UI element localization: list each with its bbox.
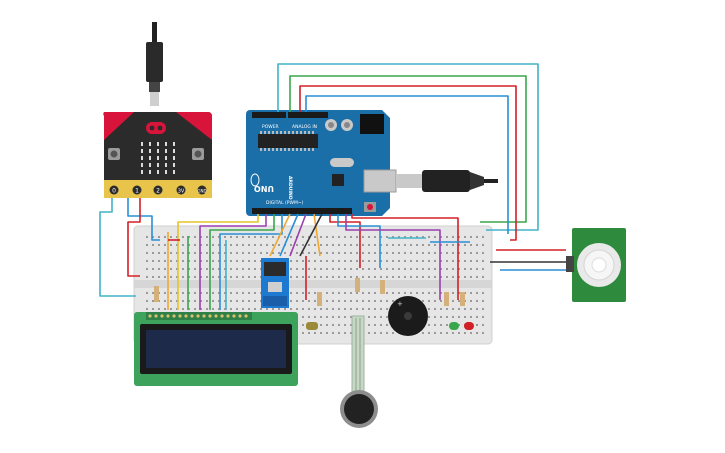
microbit-pin-1-label: 1 xyxy=(135,188,139,195)
arduino-digital-label: DIGITAL (PWM~) xyxy=(266,200,304,206)
microbit-pin-3v-label: 3V xyxy=(178,189,185,195)
microbit-pin-gnd-label: GND xyxy=(197,189,206,194)
led-pair xyxy=(306,322,474,330)
arduino-uno-logo: UNO xyxy=(254,184,274,193)
microbit-pin-0-label: 0 xyxy=(112,188,116,195)
arduino-uno-board: POWER ANALOG IN UNO ARDUINO DIGITAL (PWM… xyxy=(246,110,498,216)
buzzer: + xyxy=(388,296,428,336)
arduino-analog-label: ANALOG IN xyxy=(292,124,317,130)
wires xyxy=(99,63,566,310)
arduino-brand-label: ARDUINO xyxy=(287,176,293,200)
lcd-display xyxy=(134,312,298,386)
pir-sensor xyxy=(566,228,626,302)
bluetooth-module xyxy=(261,258,289,308)
arduino-power-label: POWER xyxy=(262,124,279,130)
resistors xyxy=(154,278,465,306)
force-sensor xyxy=(340,315,378,428)
svg-text:+: + xyxy=(397,300,403,308)
microbit-pin-2-label: 2 xyxy=(156,188,160,195)
microbit-board: 0 1 2 3V GND xyxy=(103,22,212,198)
